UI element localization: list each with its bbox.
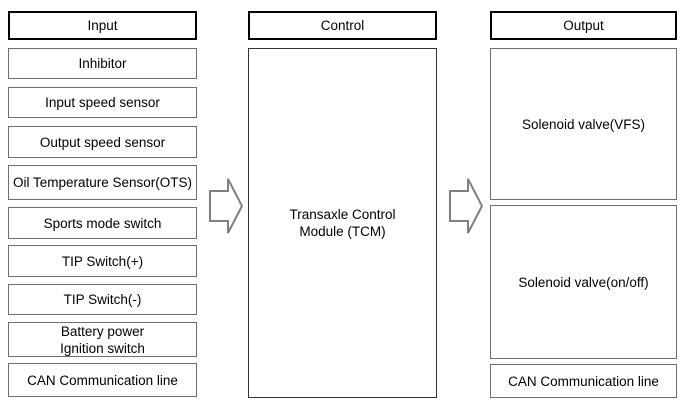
flow-arrow-control-to-output (449, 178, 483, 234)
input-item-inhibitor: Inhibitor (8, 48, 197, 79)
output-item-solenoid-valve-on-off: Solenoid valve(on/off) (490, 205, 677, 359)
input-item-sports-mode-switch: Sports mode switch (8, 207, 197, 239)
control-column-header: Control (248, 11, 437, 40)
input-item-tip-switch-minus: TIP Switch(-) (8, 284, 197, 315)
input-item-battery-power-ignition-switch: Battery power Ignition switch (8, 322, 197, 357)
input-item-tip-switch-plus: TIP Switch(+) (8, 245, 197, 277)
transaxle-control-module-box: Transaxle Control Module (TCM) (248, 48, 437, 398)
input-item-input-speed-sensor: Input speed sensor (8, 87, 197, 118)
input-column-header: Input (8, 11, 197, 40)
output-column-header: Output (490, 11, 677, 40)
input-item-can-communication-line: CAN Communication line (8, 363, 197, 397)
output-item-can-communication-line: CAN Communication line (490, 364, 677, 398)
input-item-oil-temperature-sensor: Oil Temperature Sensor(OTS) (8, 165, 197, 200)
output-item-solenoid-valve-vfs: Solenoid valve(VFS) (490, 48, 677, 200)
flow-arrow-input-to-control (209, 178, 243, 234)
input-item-output-speed-sensor: Output speed sensor (8, 126, 197, 158)
